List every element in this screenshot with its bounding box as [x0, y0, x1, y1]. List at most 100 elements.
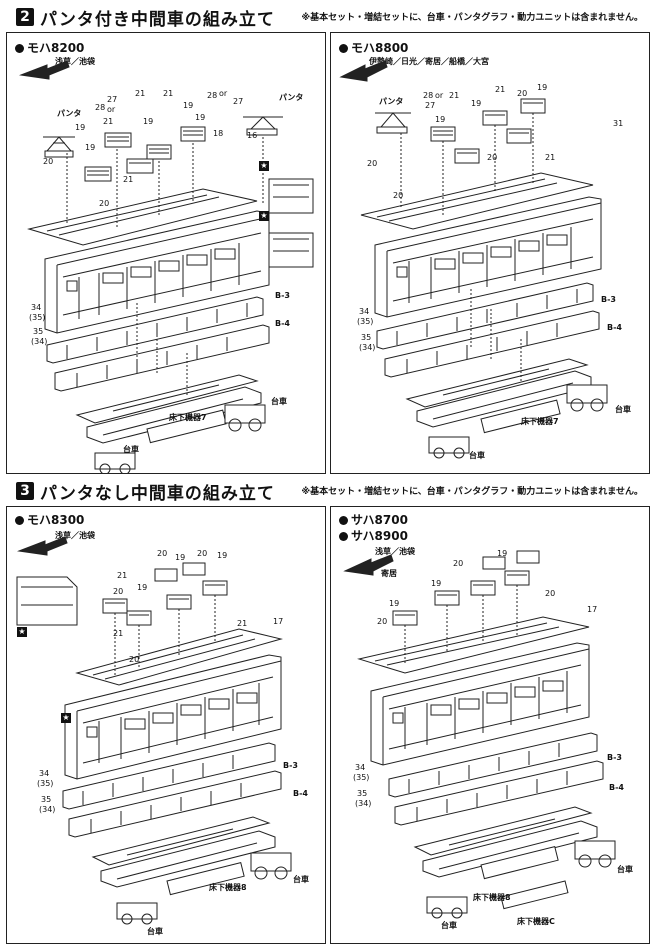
truck-front-icon — [224, 404, 266, 432]
truck-front-icon — [574, 840, 616, 868]
label-b4: B-4 — [293, 789, 308, 798]
label-21: 21 — [135, 89, 146, 98]
label-31: 31 — [613, 119, 624, 128]
bullet-icon — [15, 44, 24, 53]
label-20: 20 — [393, 191, 404, 200]
label-34: 34 — [39, 769, 50, 778]
star-icon: ★ — [61, 713, 71, 723]
inset-car-detail — [16, 576, 78, 626]
roof-panel — [75, 628, 283, 686]
label-truck: 台車 — [147, 927, 163, 936]
bullet-icon — [339, 516, 348, 525]
label-27: 27 — [233, 97, 244, 106]
label-35: 35 — [33, 327, 44, 336]
bullet-icon — [339, 44, 348, 53]
car-model-title: モハ8300 — [15, 511, 84, 528]
label-20: 20 — [487, 153, 498, 162]
chassis-frame — [100, 830, 276, 888]
label-21: 21 — [495, 85, 506, 94]
car-body — [374, 196, 602, 318]
label-truck: 台車 — [441, 921, 457, 930]
panel-saha8700-8900: サハ8700 サハ8900 浅草／池袋 寄居 — [330, 506, 650, 944]
label-21: 21 — [545, 153, 556, 162]
label-21: 21 — [449, 91, 460, 100]
underfloor-equipment-c — [500, 880, 569, 910]
label-20: 20 — [367, 159, 378, 168]
truck-front-icon — [250, 852, 292, 880]
section-number: 3 — [16, 482, 34, 500]
underfloor-equipment — [480, 846, 559, 880]
label-21: 21 — [113, 629, 124, 638]
roof-parts-group — [102, 562, 228, 626]
label-19: 19 — [75, 123, 86, 132]
section-3-header: 3 パンタなし中間車の組み立て ※基本セット・増結セットに、台車・パンタグラフ・… — [6, 478, 649, 506]
direction-arrow-icon — [343, 554, 394, 576]
label-truck: 台車 — [617, 865, 633, 874]
chassis-frame — [86, 386, 262, 444]
label-27: 27 — [107, 95, 118, 104]
label-b4: B-4 — [609, 783, 624, 792]
panel-moha8300: モハ8300 浅草／池袋 — [6, 506, 326, 944]
label-underfloor-equipment: 床下機器7 — [169, 413, 207, 422]
label-19: 19 — [471, 99, 482, 108]
truck-rear-icon — [426, 896, 468, 919]
label-b3: B-3 — [601, 295, 616, 304]
destination-label: 寄居 — [381, 569, 397, 578]
window-glass-35 — [384, 310, 600, 378]
truck-rear-icon — [94, 452, 136, 473]
label-20: 20 — [129, 655, 140, 664]
underfloor-equipment — [480, 399, 561, 434]
window-glass-34 — [388, 732, 598, 798]
label-17: 17 — [587, 605, 598, 614]
label-truck: 台車 — [615, 405, 631, 414]
roof-panel — [27, 188, 258, 246]
label-20: 20 — [453, 559, 464, 568]
label-or: or — [107, 105, 116, 114]
label-19: 19 — [497, 549, 508, 558]
label-19: 19 — [431, 579, 442, 588]
label-34: 34 — [31, 303, 42, 312]
label-21: 21 — [237, 619, 248, 628]
bullet-icon — [15, 516, 24, 525]
label-16: 16 — [247, 131, 258, 140]
pantograph-icon — [375, 112, 411, 134]
label-35-paren: (35) — [37, 779, 54, 788]
section-note: ※基本セット・増結セットに、台車・パンタグラフ・動力ユニットは含まれません。 — [301, 13, 643, 23]
label-34-paren: (34) — [39, 805, 56, 814]
roof-parts-group — [430, 98, 546, 164]
window-glass-35 — [68, 770, 282, 838]
star-icon: ★ — [17, 627, 27, 637]
window-glass-34 — [62, 742, 276, 810]
label-b3: B-3 — [607, 753, 622, 762]
label-20: 20 — [157, 549, 168, 558]
section-2-header: 2 パンタ付き中間車の組み立て ※基本セット・増結セットに、台車・パンタグラフ・… — [6, 4, 649, 32]
underfloor-equipment — [146, 409, 227, 444]
saha-exploded-diagram — [343, 550, 616, 919]
direction-arrow-icon — [339, 60, 388, 82]
label-21: 21 — [103, 117, 114, 126]
label-b3: B-3 — [283, 761, 298, 770]
truck-rear-icon — [116, 902, 158, 925]
underfloor-equipment — [166, 862, 245, 896]
label-or: or — [435, 91, 444, 100]
car-body — [64, 654, 282, 780]
label-b4: B-4 — [275, 319, 290, 328]
window-glass-35 — [54, 324, 270, 392]
chassis-frame — [422, 820, 598, 878]
label-34-paren: (34) — [31, 337, 48, 346]
label-19: 19 — [137, 583, 148, 592]
label-underfloor-equipment: 床下機器8 — [473, 893, 511, 902]
label-19: 19 — [183, 101, 194, 110]
label-20: 20 — [517, 89, 528, 98]
car-model-title: サハ8700 — [339, 511, 408, 528]
panel-moha8200: モハ8200 浅草／池袋 — [6, 32, 326, 474]
label-20: 20 — [113, 587, 124, 596]
label-21: 21 — [163, 89, 174, 98]
section-number: 2 — [16, 8, 34, 26]
destination-label: 浅草／池袋 — [55, 531, 95, 540]
car-model-label: サハ8700 — [351, 513, 408, 527]
label-panta: パンタ — [379, 97, 404, 106]
label-19: 19 — [217, 551, 228, 560]
label-28: 28 — [95, 103, 106, 112]
label-28: 28 — [207, 91, 218, 100]
